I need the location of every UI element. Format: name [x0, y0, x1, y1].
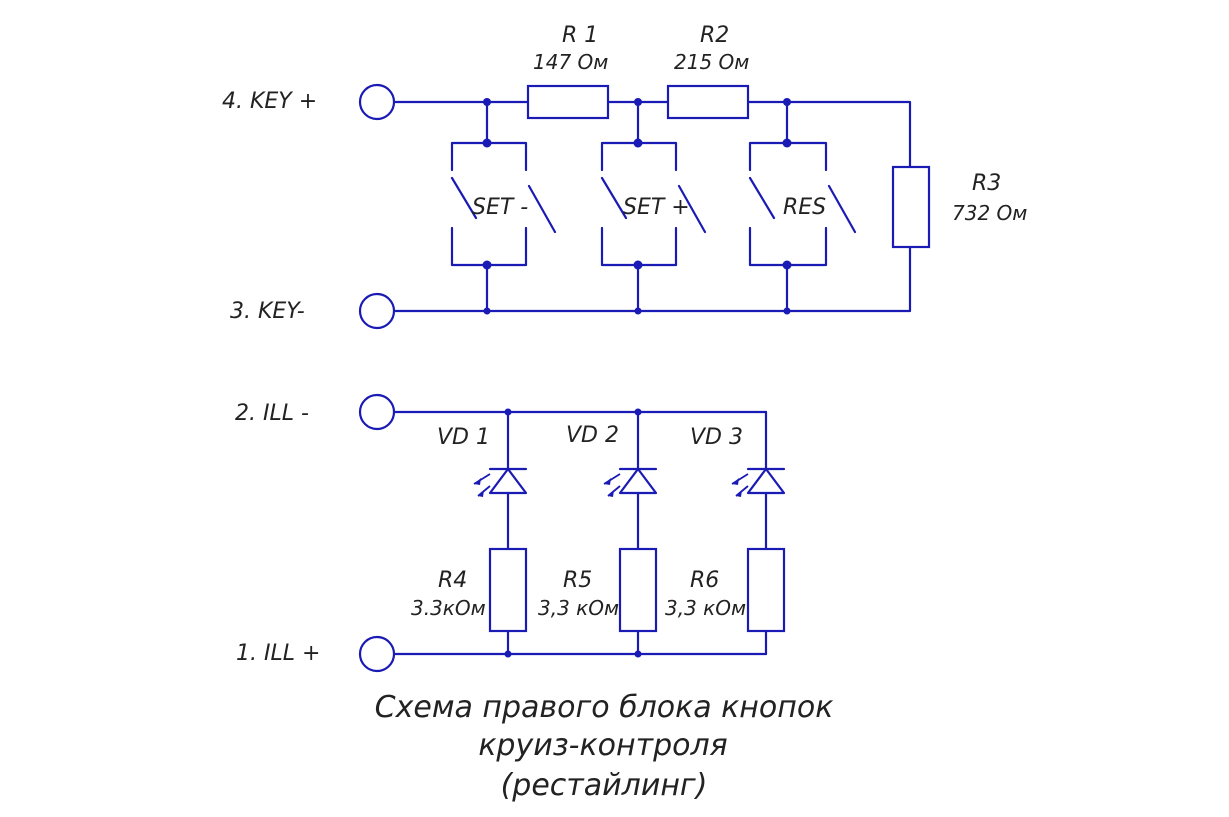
terminal-key-minus: [358, 292, 396, 330]
led-vd3-label: VD 3: [690, 425, 743, 450]
caption: Схема правого блока кнопок круиз-контрол…: [375, 690, 834, 803]
resistor-r1-name: R 1: [562, 23, 598, 48]
caption-line-2: круиз-контроля: [478, 728, 727, 763]
resistor-r3: [891, 165, 931, 249]
key-circuit: 4. KEY + 3. KEY- R 1 147 Ом R2 215 Ом R3…: [222, 23, 1027, 330]
resistor-r5-name: R5: [563, 568, 592, 593]
terminal-key-plus: [358, 83, 396, 121]
resistor-r3-value: 732 Ом: [952, 201, 1027, 225]
resistor-r4-value: 3.3кОм: [411, 596, 486, 620]
caption-line-3: (рестайлинг): [501, 768, 708, 803]
key-minus-rail: [393, 245, 912, 313]
resistor-r2-value: 215 Ом: [674, 50, 749, 74]
switch-set-minus: SET -: [450, 100, 557, 313]
resistor-r5-value: 3,3 кОм: [538, 596, 619, 620]
junction-dot: [783, 98, 791, 106]
led-branch-1: [473, 410, 528, 656]
switch-res-label: RES: [783, 195, 826, 220]
caption-line-1: Схема правого блока кнопок: [375, 690, 834, 725]
terminal-ill-plus: [358, 635, 396, 673]
switch-set-minus-label: SET -: [472, 195, 528, 220]
junction-dot: [482, 138, 492, 148]
junction-dot: [634, 98, 642, 106]
junction-dot: [783, 307, 791, 315]
ill-circuit: 2. ILL - 1. ILL + VD 1 R4 3.3кОм VD 2: [235, 393, 786, 673]
junction-dot: [483, 98, 491, 106]
terminal-label-ill-minus: 2. ILL -: [235, 401, 309, 426]
junction-dot: [482, 260, 492, 270]
resistor-r2: [666, 84, 750, 120]
resistor-r4-name: R4: [438, 568, 467, 593]
junction-dot: [504, 650, 512, 658]
led-vd2-label: VD 2: [566, 423, 619, 448]
switch-res: RES: [748, 100, 857, 313]
resistor-r5: [618, 547, 658, 633]
terminal-label-key-plus: 4. KEY +: [222, 89, 317, 114]
switch-set-plus: SET +: [600, 100, 707, 313]
led-branch-2: [603, 410, 658, 656]
terminal-ill-minus: [358, 393, 396, 431]
junction-dot: [483, 307, 491, 315]
terminal-label-ill-plus: 1. ILL +: [236, 641, 320, 666]
junction-dot: [634, 307, 642, 315]
switch-set-plus-label: SET +: [623, 195, 690, 220]
junction-dot: [633, 138, 643, 148]
junction-dot: [634, 650, 642, 658]
junction-dot: [504, 408, 512, 416]
resistor-r6: [746, 547, 786, 633]
resistor-r1: [526, 84, 610, 120]
terminal-label-key-minus: 3. KEY-: [230, 299, 305, 324]
led-vd1-label: VD 1: [437, 425, 490, 450]
led-branch-3: [731, 410, 786, 656]
junction-dot: [782, 138, 792, 148]
key-plus-rail: [393, 100, 912, 169]
resistor-r4: [488, 547, 528, 633]
junction-dot: [782, 260, 792, 270]
resistor-r1-value: 147 Ом: [533, 50, 608, 74]
resistor-r6-name: R6: [690, 568, 719, 593]
junction-dot: [633, 260, 643, 270]
resistor-r2-name: R2: [700, 23, 729, 48]
junction-dot: [634, 408, 642, 416]
resistor-r6-value: 3,3 кОм: [665, 596, 746, 620]
resistor-r3-name: R3: [972, 171, 1001, 196]
